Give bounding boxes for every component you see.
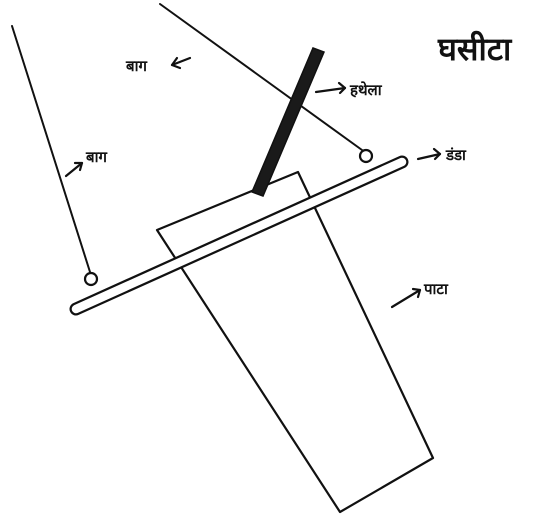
label-rope-left: बाग <box>85 148 107 166</box>
arrow-rope-upper <box>170 56 192 70</box>
rope-right-line <box>159 3 363 151</box>
arrow-handle <box>314 81 347 95</box>
label-handle: हथेला <box>349 81 383 99</box>
board-shape <box>155 170 435 514</box>
rope-left-line <box>11 25 91 273</box>
rope-ring-right <box>358 148 374 164</box>
rope-ring-left <box>83 271 99 287</box>
label-rod: डंडा <box>445 146 467 164</box>
arrow-rope-left <box>64 161 84 178</box>
handle-shape <box>251 47 325 197</box>
arrow-board <box>390 287 422 309</box>
label-rope-upper: बाग <box>125 57 147 75</box>
label-board: पाटा <box>423 280 449 298</box>
arrow-rod <box>416 147 442 161</box>
diagram-title: घसीटा <box>437 30 513 68</box>
rod-fill <box>71 157 407 314</box>
